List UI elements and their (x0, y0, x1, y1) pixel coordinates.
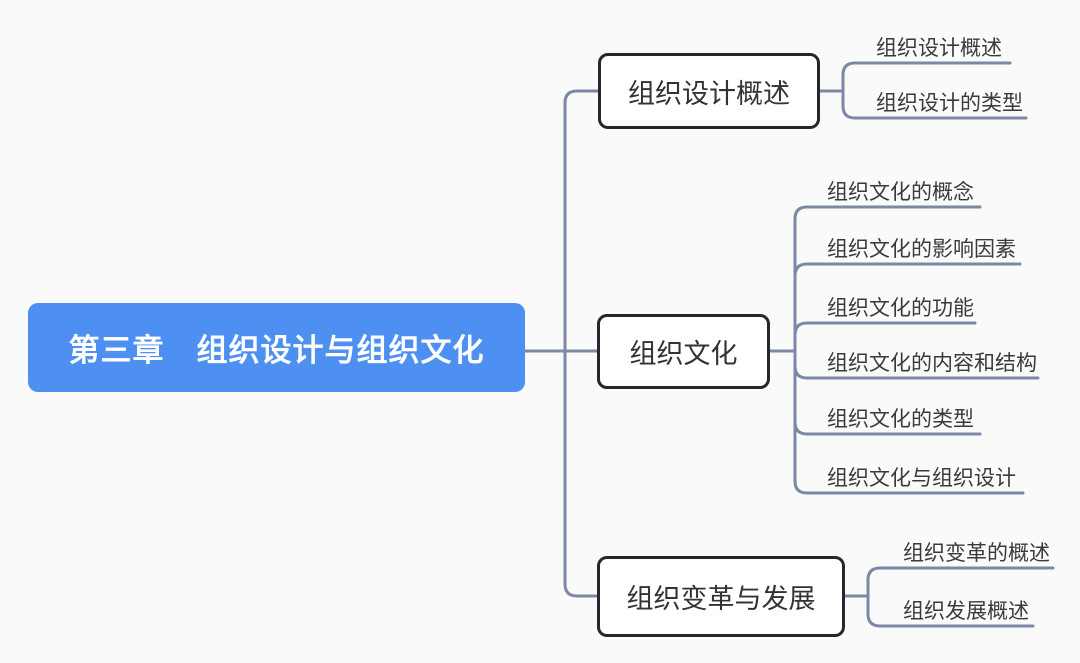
child-node-1-1[interactable]: 组织设计概述 (876, 36, 1002, 60)
branch-node-1[interactable]: 组织设计概述 (598, 53, 820, 129)
child-node-1-2[interactable]: 组织设计的类型 (876, 91, 1023, 115)
branch-label-3: 组织变革与发展 (626, 584, 816, 614)
connector-root-to-branch-3 (563, 349, 599, 598)
connector-branch-1-child-1 (841, 61, 1012, 93)
connector-root-to-branch-1 (563, 89, 600, 353)
branch-node-2[interactable]: 组织文化 (597, 314, 770, 389)
branch-node-3[interactable]: 组织变革与发展 (597, 556, 845, 637)
connector-branch-1-child-2 (841, 89, 1028, 120)
child-node-2-2[interactable]: 组织文化的影响因素 (827, 237, 1016, 261)
branch-label-1: 组织设计概述 (628, 78, 790, 109)
root-label: 第三章 组织设计与组织文化 (68, 333, 485, 368)
child-node-3-2[interactable]: 组织发展概述 (903, 599, 1029, 623)
connector-branch-2-child-3 (793, 321, 977, 353)
child-node-2-3[interactable]: 组织文化的功能 (827, 296, 974, 320)
branch-label-2: 组织文化 (629, 339, 738, 369)
connector-branch-3-child-2 (866, 594, 1035, 628)
child-node-2-5[interactable]: 组织文化的类型 (827, 407, 974, 431)
root-node[interactable]: 第三章 组织设计与组织文化 (28, 303, 525, 392)
connector-branch-2-child-2 (793, 262, 1022, 353)
child-node-2-1[interactable]: 组织文化的概念 (827, 180, 974, 204)
connector-branch-2-child-1 (793, 205, 982, 353)
connector-branch-3-child-1 (866, 566, 1055, 598)
connector-branch-2-child-6 (793, 349, 1025, 495)
child-node-3-1[interactable]: 组织变革的概述 (903, 541, 1050, 565)
child-node-2-4[interactable]: 组织文化的内容和结构 (827, 351, 1037, 375)
child-node-2-6[interactable]: 组织文化与组织设计 (827, 466, 1016, 490)
